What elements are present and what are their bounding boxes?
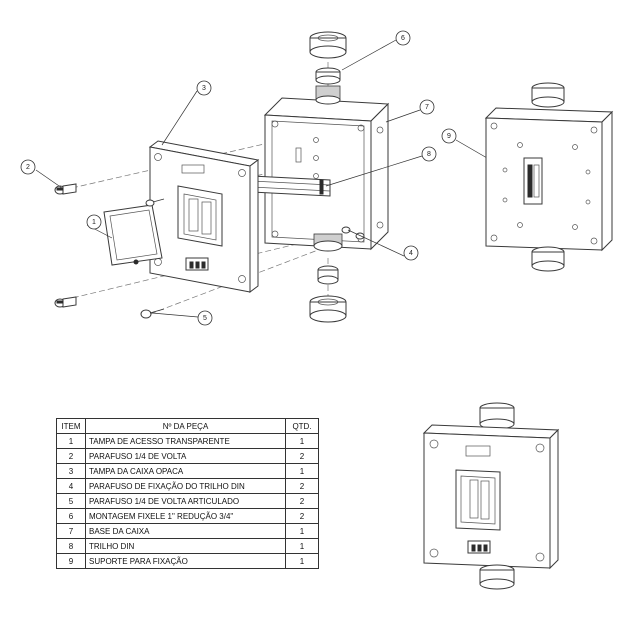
balloon-circle (197, 310, 213, 326)
balloon-9: 9 (441, 128, 457, 144)
assembled-gland-bottom (479, 564, 515, 590)
transparent-access-lid (103, 204, 163, 266)
header-item: ITEM (56, 418, 86, 434)
balloon-2: 2 (20, 159, 36, 175)
balloon-7: 7 (419, 99, 435, 115)
item-number: 3 (56, 463, 86, 479)
balloon-circle (403, 245, 419, 261)
balloon-circle (421, 146, 437, 162)
balloon-3: 3 (196, 80, 212, 96)
part-quantity: 2 (285, 508, 319, 524)
balloon-number: 8 (427, 151, 431, 158)
item-number: 1 (56, 433, 86, 449)
assembled-gland-top (479, 402, 515, 430)
balloon-5: 5 (197, 310, 213, 326)
cable-gland-bottom (309, 233, 347, 323)
part-name: TAMPA DE ACESSO TRANSPARENTE (85, 433, 286, 449)
header-part-name: Nº DA PEÇA (85, 418, 286, 434)
cable-gland-top (309, 31, 347, 105)
part-name: TRILHO DIN (85, 538, 286, 554)
assembled-access-lid (455, 469, 501, 531)
part-name: PARAFUSO 1/4 DE VOLTA ARTICULADO (85, 493, 286, 509)
item-number: 6 (56, 508, 86, 524)
rear-view-gland-bottom (531, 246, 565, 272)
din-rail (251, 175, 331, 197)
part-quantity: 1 (285, 523, 319, 539)
item-number: 5 (56, 493, 86, 509)
part-quantity: 1 (285, 538, 319, 554)
exploded-view (35, 31, 526, 323)
opaque-cover (148, 140, 260, 293)
part-quantity: 1 (285, 433, 319, 449)
item-number: 7 (56, 523, 86, 539)
part-quantity: 1 (285, 553, 319, 569)
balloon-number: 7 (425, 104, 429, 111)
part-quantity: 2 (285, 448, 319, 464)
balloon-circle (419, 99, 435, 115)
mounting-bracket (523, 157, 543, 205)
balloon-circle (395, 30, 411, 46)
articulated-screw-b (145, 198, 165, 207)
item-number: 9 (56, 553, 86, 569)
rear-view (484, 82, 614, 272)
balloon-number: 1 (92, 219, 96, 226)
balloon-circle (86, 214, 102, 230)
balloon-8: 8 (421, 146, 437, 162)
balloon-layer: 1 2 3 4 5 6 7 8 9 (20, 30, 457, 326)
part-quantity: 2 (285, 493, 319, 509)
quarter-turn-screw-bottom (54, 296, 77, 308)
item-number: 8 (56, 538, 86, 554)
part-name: SUPORTE PARA FIXAÇÃO (85, 553, 286, 569)
part-quantity: 1 (285, 463, 319, 479)
part-name: PARAFUSO 1/4 DE VOLTA (85, 448, 286, 464)
balloon-number: 6 (401, 35, 405, 42)
articulated-screw-a (140, 308, 165, 319)
balloon-circle (20, 159, 36, 175)
rear-view-gland-top (531, 82, 565, 108)
balloon-circle (441, 128, 457, 144)
item-number: 4 (56, 478, 86, 494)
item-number: 2 (56, 448, 86, 464)
box-base (263, 97, 390, 251)
part-name: PARAFUSO DE FIXAÇÃO DO TRILHO DIN (85, 478, 286, 494)
assembled-view (422, 402, 560, 590)
balloon-number: 3 (202, 85, 206, 92)
parts-list-header-row: ITEM Nº DA PEÇA QTD. (56, 418, 319, 434)
part-name: MONTAGEM FIXELE 1" REDUÇÃO 3/4" (85, 508, 286, 524)
balloon-number: 9 (447, 133, 451, 140)
header-quantity: QTD. (285, 418, 319, 434)
part-quantity: 2 (285, 478, 319, 494)
balloon-number: 2 (26, 164, 30, 171)
part-name: TAMPA DA CAIXA OPACA (85, 463, 286, 479)
balloon-circle (196, 80, 212, 96)
quarter-turn-screw-top (54, 183, 77, 195)
balloon-6: 6 (395, 30, 411, 46)
part-name: BASE DA CAIXA (85, 523, 286, 539)
balloon-number: 5 (203, 315, 207, 322)
balloon-1: 1 (86, 214, 102, 230)
balloon-4: 4 (403, 245, 419, 261)
balloon-number: 4 (409, 250, 413, 257)
